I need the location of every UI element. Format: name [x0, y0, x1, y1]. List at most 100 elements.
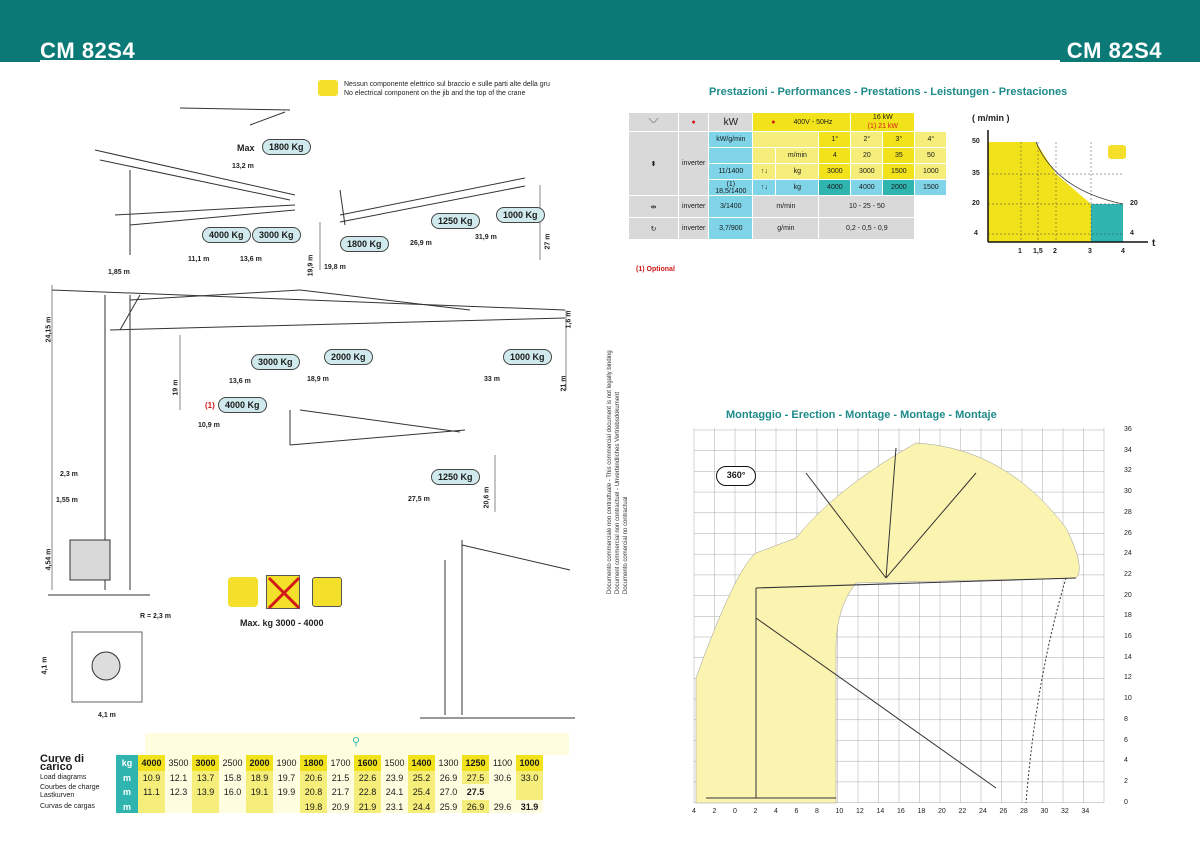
y-tick-35: 35 [972, 170, 980, 177]
two-hooks-icon [1108, 145, 1126, 159]
y-tick: 0 [1124, 798, 1128, 806]
crane-configuration-diagrams [48, 107, 575, 719]
y-tick-4: 4 [974, 230, 978, 237]
up-down-icon: ↑↓ [752, 163, 777, 180]
kg-value: 1000 [516, 755, 543, 771]
subtitle-load-diagrams: Load diagrams [40, 773, 87, 781]
kg-1-1: 3000 [818, 163, 852, 180]
x-tick: 12 [856, 808, 864, 815]
no-hook-icon [266, 575, 301, 610]
trolley-travel-icon: ⇹ [628, 195, 679, 218]
load-badge-1800-top: 1800 Kg [262, 139, 311, 155]
speed-chart-xlabel: t [1152, 238, 1156, 249]
disclaimer: Documento commerciale non contrattuale -… [606, 350, 630, 594]
dim-27: 27 m [544, 233, 552, 250]
y-tick: 32 [1124, 467, 1132, 475]
y-tick: 10 [1124, 695, 1132, 703]
dim-2-3: 2,3 m [60, 471, 78, 478]
radius-value: 19.8 [300, 800, 327, 813]
gear-2: 2° [850, 131, 884, 148]
radius-value: 21.5 [327, 771, 354, 784]
disclaimer-line-1: Documento commerciale non contrattuale -… [607, 350, 613, 594]
x-tick: 2 [753, 808, 758, 815]
radius-value: 22.8 [354, 784, 381, 800]
radius-value: 26.9 [462, 800, 489, 813]
erection-title: Montaggio - Erection - Montage - Montage… [726, 409, 997, 421]
dim-19-8: 19,8 m [324, 264, 346, 271]
load-badge-1250-b: 1250 Kg [431, 469, 480, 485]
y-tick-20: 20 [972, 200, 980, 207]
hook-icon [312, 577, 342, 607]
note-line-1: Nessun componente elettrico sul braccio … [344, 81, 550, 88]
x-tick: 0 [733, 808, 737, 815]
kg-2-3: 2000 [882, 179, 916, 196]
up-down-icon: ↑↓ [752, 179, 777, 196]
radius-value: 19.7 [273, 771, 300, 784]
dim-31-9: 31,9 m [475, 234, 497, 241]
x-tick: 4 [774, 808, 778, 815]
m-unit: m [116, 800, 138, 813]
radius-value: 26.9 [435, 771, 462, 784]
dim-10-9: 10,9 m [198, 422, 220, 429]
radius-value: 15.8 [219, 771, 246, 784]
pointing-hand-icon [228, 577, 258, 607]
m-unit: m [116, 771, 138, 784]
trolley-inverter: inverter [677, 195, 710, 218]
dim-21: 21 m [560, 375, 568, 392]
slew-inverter: inverter [677, 217, 710, 240]
y-tick: 12 [1124, 674, 1132, 682]
x-tick: 24 [979, 808, 987, 815]
radius-value: 20.8 [300, 784, 327, 800]
dim-27-5: 27,5 m [408, 496, 430, 503]
dim-1-55: 1,55 m [56, 497, 78, 504]
radius-value: 29.6 [489, 800, 516, 813]
speed-1: 4 [818, 147, 852, 164]
dim-13-2: 13,2 m [232, 163, 254, 170]
radius-value: 23.1 [381, 800, 408, 813]
y-tick: 28 [1124, 508, 1132, 516]
y-tick: 16 [1124, 633, 1132, 640]
radius-value [489, 784, 516, 800]
speed-chart-ylabel: ( m/min ) [972, 113, 1010, 123]
x-tick: 34 [1081, 808, 1090, 815]
x-tick: 26 [999, 808, 1008, 815]
radius-value: 27.5 [462, 771, 489, 784]
kg-value: 1400 [408, 755, 435, 771]
kw-label: kW [708, 112, 754, 132]
speed-4: 50 [914, 147, 948, 164]
load-curve-title: Curve di carico [40, 753, 85, 773]
load-badge-4000-optional: 4000 Kg [218, 397, 267, 413]
gear-4: 4° [914, 131, 948, 148]
speed-unit: m/min [775, 147, 820, 164]
kg-value: 3500 [165, 755, 192, 771]
header-bar [0, 0, 1200, 62]
radius-value: 24.1 [381, 784, 408, 800]
kg-1-4: 1000 [914, 163, 948, 180]
radius-value: 30.6 [489, 771, 516, 784]
y-tick: 20 [1124, 591, 1132, 599]
radius-value: 24.4 [408, 800, 435, 813]
power-rating: 16 kW(1) 21 kW [850, 112, 916, 132]
slew-unit: g/min [752, 217, 820, 240]
model-title-right: CM 82S4 [1066, 38, 1162, 63]
kg-unit-2: kg [775, 179, 820, 196]
y-tick: 34 [1124, 446, 1132, 454]
load-curve-table: Curve di carico kg 4000 3500 3000 2500 2… [40, 753, 543, 813]
kg-value: 4000 [138, 755, 165, 771]
radius-value: 20.6 [300, 771, 327, 784]
m-unit: m [116, 784, 138, 800]
radius-value: 25.4 [408, 784, 435, 800]
header-rule [140, 60, 1060, 62]
load-badge-1000-a: 1000 Kg [496, 207, 545, 223]
x-tick: 10 [835, 808, 844, 815]
y-tick: 36 [1124, 426, 1132, 433]
x-tick-1: 1 [1018, 248, 1022, 255]
slew-motor: 3,7/900 [708, 217, 754, 240]
radius-value [246, 800, 273, 813]
dim-1-85: 1,85 m [108, 269, 130, 276]
rotation-badge: 360° [716, 466, 756, 486]
radius-value: 16.0 [219, 784, 246, 800]
x-tick: 2 [712, 808, 717, 815]
